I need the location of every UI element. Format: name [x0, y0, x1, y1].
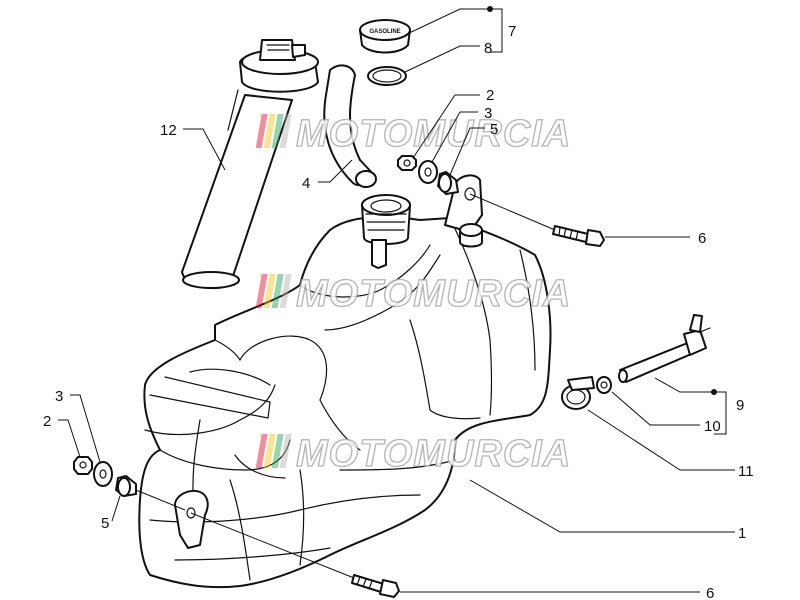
callout-12: 12: [160, 122, 177, 139]
callout-8: 8: [484, 40, 492, 57]
cap-o-ring: [367, 66, 407, 86]
watermark-logo: MOTOMURCIA: [255, 112, 571, 156]
fuel-tank: [138, 174, 552, 589]
watermark-stripe: [279, 114, 292, 148]
watermark-stripe: [263, 274, 276, 308]
fuel-level-sender: [181, 39, 319, 290]
callout-11: 11: [738, 463, 754, 480]
callout-1: 1: [738, 525, 746, 542]
callout-5-upper: 5: [490, 121, 498, 138]
watermark-stripe: [271, 434, 284, 468]
lower-bolt: [351, 574, 400, 598]
callout-10: 10: [704, 418, 721, 435]
callout-6-upper: 6: [698, 230, 706, 247]
callout-3-left: 3: [55, 388, 63, 405]
upper-bolt: [552, 225, 605, 247]
watermark-stripe: [263, 114, 276, 148]
callout-3-upper: 3: [484, 105, 492, 122]
watermark-stripe: [255, 114, 268, 148]
cap-label: GASOLINE: [369, 29, 400, 35]
callouts: 7 8 2 3 5 12 4 6 9 10 11 1 6 3 2 5: [43, 23, 754, 600]
callout-5-left: 5: [101, 515, 109, 532]
watermark-stripe: [271, 274, 284, 308]
callout-7: 7: [508, 23, 516, 40]
fuel-outlet-pipe: [618, 314, 711, 383]
watermark-stripe: [271, 114, 284, 148]
watermark-text: MOTOMURCIA: [296, 433, 571, 475]
watermark-stripe: [255, 274, 268, 308]
hose-clamp: [561, 376, 595, 410]
breather-hose: [323, 64, 377, 188]
watermark-stripe: [263, 434, 276, 468]
callout-2-left: 2: [43, 413, 51, 430]
watermark-logo: MOTOMURCIA: [255, 272, 571, 316]
watermark-stripe: [279, 434, 292, 468]
watermark-logo: MOTOMURCIA: [255, 432, 571, 476]
spring-clip: [596, 376, 612, 394]
leader-lines: [58, 6, 735, 593]
fuel-cap: GASOLINE: [359, 19, 411, 54]
callout-9: 9: [736, 397, 744, 414]
callout-2-upper: 2: [486, 87, 494, 104]
watermark-text: MOTOMURCIA: [296, 113, 571, 155]
callout-6-lower: 6: [706, 585, 714, 600]
watermark-stripe: [279, 274, 292, 308]
watermark-group: MOTOMURCIA MOTOMURCIA MOTOMURCIA: [255, 112, 571, 476]
upper-right-washer-stack: [397, 155, 459, 195]
watermark-text: MOTOMURCIA: [296, 273, 571, 315]
left-washer-stack: [73, 456, 137, 497]
callout-4: 4: [302, 175, 310, 192]
watermark-stripe: [255, 434, 268, 468]
